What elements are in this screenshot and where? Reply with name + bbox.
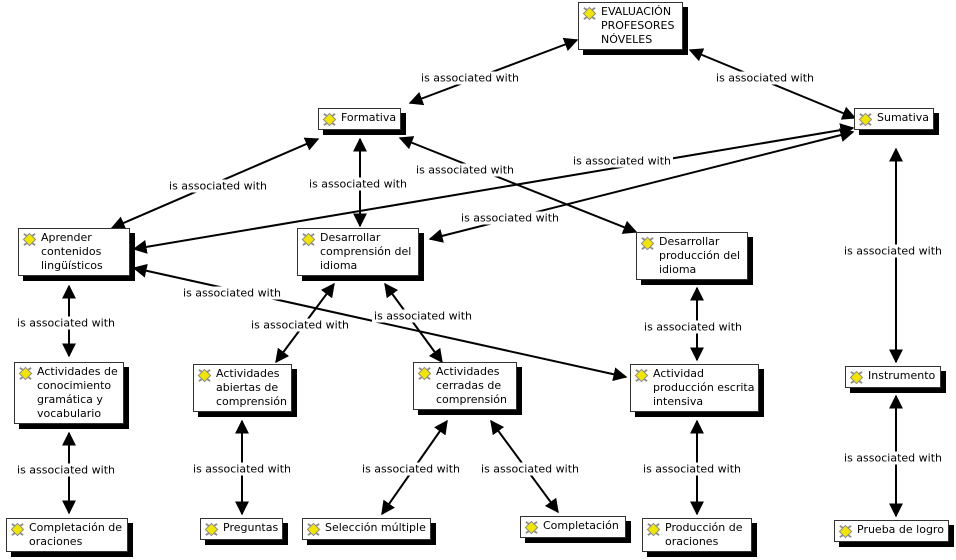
concept-node-prueba[interactable]: Prueba de logro [834, 520, 949, 542]
edge-label: is associated with [714, 71, 816, 85]
edge-comprension-act_cerradas [384, 282, 443, 364]
concept-node-seleccion[interactable]: Selección múltiple [302, 518, 431, 540]
concept-label: Preguntas [223, 521, 279, 534]
concept-diamond-icon [582, 6, 597, 21]
concept-diamond-icon [22, 232, 37, 247]
concept-node-completacion-or[interactable]: Completación de oraciones [6, 518, 128, 552]
edge-label: is associated with [249, 318, 351, 332]
concept-node-formativa[interactable]: Formativa [318, 108, 402, 130]
edge-label: is associated with [842, 244, 944, 258]
concept-label: Desarrollar comprensión del idioma [320, 231, 412, 272]
edge-aprender-act_prod [132, 263, 628, 382]
concept-node-preguntas[interactable]: Preguntas [200, 518, 284, 540]
concept-label: Desarrollar producción del idioma [659, 235, 741, 276]
edge-label: is associated with [419, 71, 521, 85]
concept-diamond-icon [417, 366, 432, 381]
concept-diamond-icon [634, 368, 649, 383]
concept-label: Sumativa [877, 111, 930, 124]
edge-label: is associated with [307, 177, 409, 191]
edge-label: is associated with [642, 320, 744, 334]
concept-node-prod-or[interactable]: Producción de oraciones [642, 518, 752, 552]
concept-diamond-icon [858, 112, 873, 127]
concept-diamond-icon [204, 522, 219, 537]
concept-label: Actividades de conocimiento gramática y … [37, 365, 118, 420]
edge-label: is associated with [479, 462, 581, 476]
concept-diamond-icon [301, 232, 316, 247]
concept-node-act-abiertas[interactable]: Actividades abiertas de comprensión [193, 364, 292, 412]
concept-label: EVALUACIÓN PROFESORES NÓVELES [601, 5, 675, 46]
concept-diamond-icon [849, 370, 864, 385]
concept-diamond-icon [838, 524, 853, 539]
edge-label: is associated with [571, 154, 673, 168]
edge-label: is associated with [459, 211, 561, 225]
concept-node-comprension[interactable]: Desarrollar comprensión del idioma [297, 228, 419, 276]
edge-label: is associated with [15, 316, 117, 330]
concept-diamond-icon [640, 236, 655, 251]
concept-label: Completación [543, 519, 619, 532]
concept-node-produccion[interactable]: Desarrollar producción del idioma [636, 232, 748, 280]
concept-label: Aprender contenidos lingüísticos [41, 231, 103, 272]
edge-label: is associated with [181, 286, 283, 300]
edge-label: is associated with [15, 463, 117, 477]
edge-label: is associated with [641, 462, 743, 476]
concept-node-act-prod[interactable]: Actividad producción escrita intensiva [630, 364, 760, 412]
concept-node-aprender[interactable]: Aprender contenidos lingüísticos [18, 228, 130, 276]
edge-label: is associated with [842, 451, 944, 465]
concept-label: Instrumento [868, 369, 936, 382]
edge-label: is associated with [372, 309, 474, 323]
concept-diamond-icon [306, 522, 321, 537]
concept-label: Producción de oraciones [665, 521, 743, 548]
concept-label: Actividad producción escrita intensiva [653, 367, 755, 408]
concept-node-act-cerradas[interactable]: Actividades cerradas de comprensión [413, 362, 517, 410]
concept-label: Formativa [341, 111, 397, 124]
concept-node-instrumento[interactable]: Instrumento [845, 366, 941, 388]
concept-node-sumativa[interactable]: Sumativa [854, 108, 935, 130]
concept-label: Selección múltiple [325, 521, 426, 534]
edge-label: is associated with [167, 179, 269, 193]
concept-diamond-icon [646, 522, 661, 537]
concept-node-completacion[interactable]: Completación [520, 516, 626, 538]
concept-diamond-icon [524, 520, 539, 535]
concept-diamond-icon [322, 112, 337, 127]
concept-node-root[interactable]: EVALUACIÓN PROFESORES NÓVELES [578, 2, 683, 50]
concept-label: Actividades cerradas de comprensión [436, 365, 507, 406]
concept-diamond-icon [197, 368, 212, 383]
concept-label: Prueba de logro [857, 523, 944, 536]
concept-diamond-icon [18, 366, 33, 381]
edge-label: is associated with [360, 462, 462, 476]
edge-label: is associated with [414, 163, 516, 177]
concept-label: Actividades abiertas de comprensión [216, 367, 287, 408]
concept-label: Completación de oraciones [29, 521, 123, 548]
concept-node-act-gram[interactable]: Actividades de conocimiento gramática y … [14, 362, 124, 424]
edge-label: is associated with [191, 462, 293, 476]
concept-diamond-icon [10, 522, 25, 537]
